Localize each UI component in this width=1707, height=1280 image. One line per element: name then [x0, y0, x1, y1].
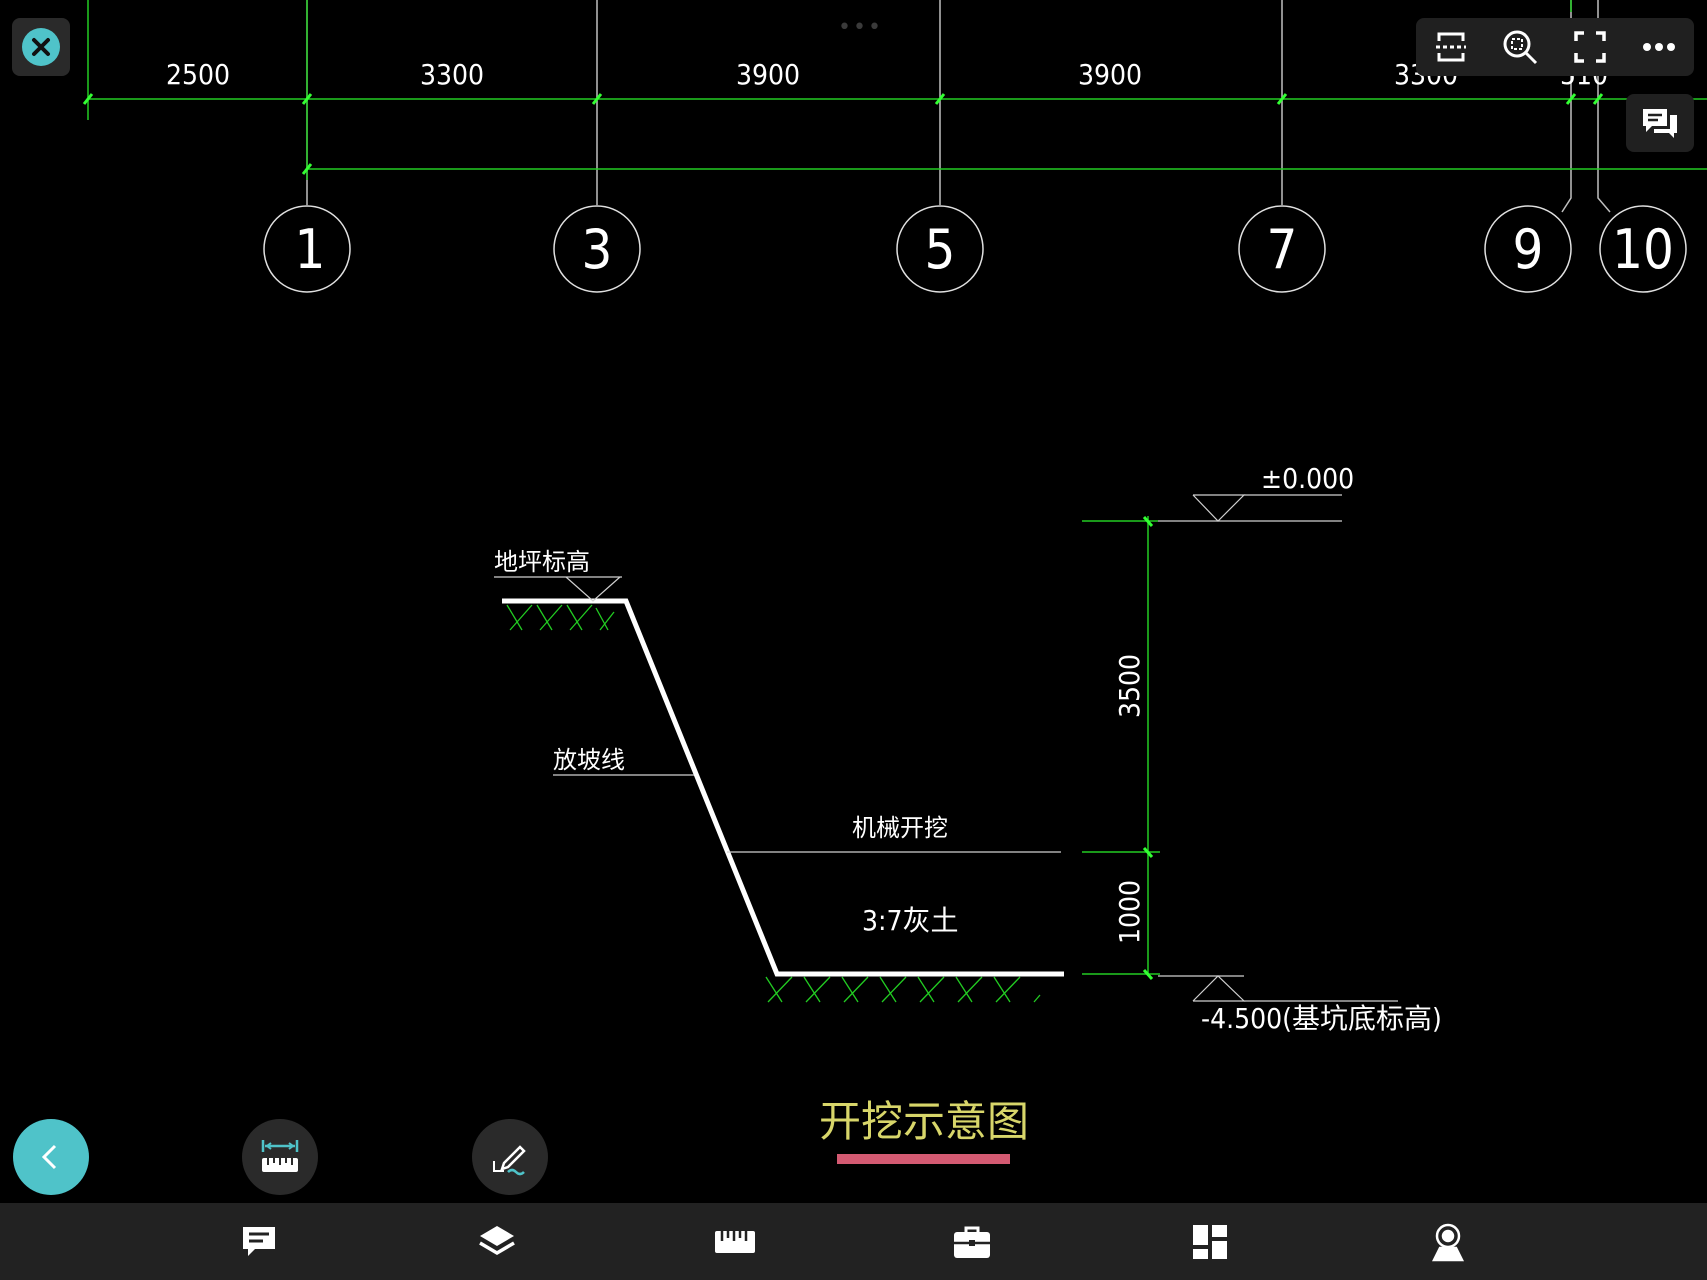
slope-line-label: 放坡线 [553, 746, 625, 774]
comments-icon [242, 1226, 275, 1256]
zoom-fit-button[interactable] [1495, 22, 1545, 72]
axis-dimension: 3300 [420, 58, 484, 91]
toolbox-icon [954, 1226, 991, 1258]
section-view-button[interactable] [1426, 22, 1476, 72]
dimension-lower: 1000 [1113, 880, 1146, 944]
view-icon [1432, 1223, 1465, 1261]
axis-dimension: 3900 [1078, 58, 1142, 91]
axis-label: 1 [295, 218, 326, 281]
axis-label: 3 [582, 218, 613, 281]
lime-soil-label: 3:7灰土 [862, 904, 959, 937]
ruler-measure-icon [261, 1140, 299, 1172]
mechanical-excavation-label: 机械开挖 [852, 814, 948, 842]
bottom-navigation [0, 1203, 1707, 1280]
top-elevation-label: ±0.000 [1261, 462, 1354, 495]
fullscreen-icon [1574, 31, 1606, 63]
measure-icon [714, 1230, 755, 1253]
chat-icon [1643, 109, 1677, 138]
measure-distance-button[interactable] [242, 1119, 318, 1195]
pen-edit-icon [493, 1145, 526, 1176]
chevron-left-icon [41, 1144, 57, 1170]
nav-grid[interactable] [1180, 1212, 1240, 1272]
nav-measure[interactable] [705, 1212, 765, 1272]
nav-comments[interactable] [229, 1212, 289, 1272]
drawing-title: 开挖示意图 [819, 1097, 1029, 1146]
top-toolbar [1416, 18, 1694, 76]
ground-elevation-label: 地坪标高 [494, 548, 590, 576]
more-button[interactable] [1634, 22, 1684, 72]
comments-panel-button[interactable] [1626, 94, 1694, 152]
dimension-upper: 3500 [1113, 654, 1146, 718]
excavation-profile [502, 598, 1064, 977]
section-view-icon [1435, 32, 1466, 62]
axis-label: 5 [925, 218, 956, 281]
grid-icon [1193, 1224, 1228, 1259]
axis-dimension: 3900 [736, 58, 800, 91]
axis-dimension: 2500 [166, 58, 230, 91]
close-icon [22, 28, 60, 66]
fullscreen-button[interactable] [1565, 22, 1615, 72]
nav-layers[interactable] [467, 1212, 527, 1272]
axis-label: 7 [1267, 218, 1298, 281]
markup-pen-button[interactable] [472, 1119, 548, 1195]
layers-icon [478, 1225, 515, 1255]
drag-handle[interactable]: ••• [838, 15, 883, 40]
nav-view[interactable] [1418, 1212, 1478, 1272]
nav-toolbox[interactable] [942, 1212, 1002, 1272]
axis-label: 10 [1612, 218, 1674, 281]
cad-drawing-canvas[interactable]: 2500 3300 3900 3900 3300 510 1 3 5 7 9 1… [0, 0, 1707, 1203]
axis-label: 9 [1513, 218, 1544, 281]
bottom-elevation-label: -4.500(基坑底标高) [1201, 1002, 1442, 1035]
title-underline [837, 1154, 1010, 1164]
zoom-fit-icon [1503, 30, 1538, 65]
more-icon [1643, 43, 1676, 51]
close-button[interactable] [12, 18, 70, 76]
back-button[interactable] [13, 1119, 89, 1195]
